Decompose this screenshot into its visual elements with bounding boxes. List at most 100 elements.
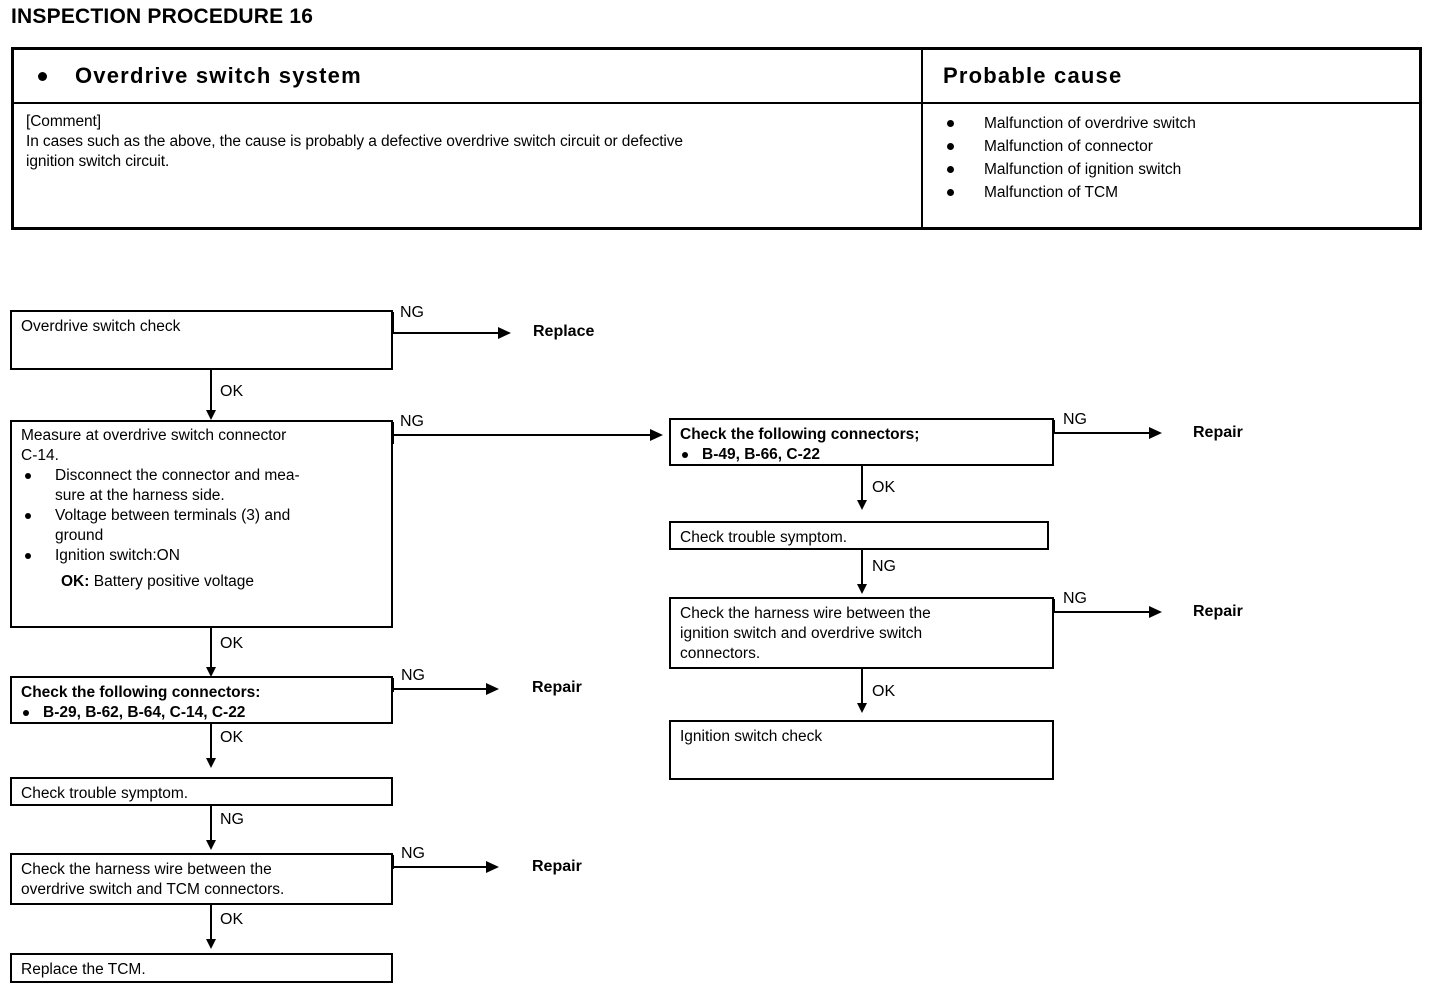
- edge-label-ok: OK: [220, 383, 244, 400]
- terminal-replace: Replace: [533, 323, 595, 340]
- node-text: Ignition switch check: [680, 728, 823, 745]
- list-item: Malfunction of ignition switch: [923, 158, 1421, 181]
- cause-label: Malfunction of ignition switch: [984, 161, 1182, 178]
- comment-line-1: In cases such as the above, the cause is…: [26, 133, 683, 150]
- symptom-table: Overdrive switch system Probable cause […: [11, 47, 1422, 230]
- node-text-line-2: C-14.: [21, 447, 59, 464]
- edge-label-ng: NG: [220, 811, 244, 828]
- bullet-icon: [947, 189, 954, 196]
- comment-cell: [Comment] In cases such as the above, th…: [14, 104, 921, 172]
- node-bullet-2-text: Voltage between terminals (3) and: [55, 507, 291, 524]
- bullet-icon: [38, 71, 47, 81]
- node-bullet-text: B-29, B-62, B-64, C-14, C-22: [43, 704, 246, 721]
- node-bullet: B-29, B-62, B-64, C-14, C-22: [21, 703, 391, 723]
- node-text: Check trouble symptom.: [21, 785, 189, 802]
- edge-ng-stub-1: [392, 312, 394, 334]
- cause-label: Malfunction of overdrive switch: [984, 115, 1196, 132]
- node-text: Check trouble symptom.: [680, 529, 848, 546]
- probable-cause-header-label: Probable cause: [943, 63, 1123, 88]
- edge-ng-line-5: [392, 866, 487, 868]
- edge-ng-line-3: [392, 688, 487, 690]
- flow-node-check-trouble-symptom-right: Check trouble symptom.: [669, 521, 1049, 550]
- edge-ng-line-1: [392, 332, 499, 334]
- flow-node-check-connectors-left: Check the following connectors: B-29, B-…: [10, 676, 393, 724]
- edge-ok-line-2: [210, 628, 212, 672]
- probable-cause-header-cell: Probable cause: [923, 50, 1419, 102]
- arrow-down-icon: [857, 500, 867, 510]
- bullet-icon: [25, 473, 31, 479]
- edge-ok-line-1: [210, 370, 212, 415]
- bullet-icon: [682, 452, 688, 458]
- arrow-down-icon: [857, 584, 867, 594]
- edge-label-ng: NG: [1063, 590, 1087, 607]
- edge-label-ok: OK: [872, 479, 896, 496]
- flow-node-check-harness-right: Check the harness wire between the ignit…: [669, 597, 1054, 669]
- arrow-down-icon: [206, 939, 216, 949]
- flow-node-measure-connector: Measure at overdrive switch connector C-…: [10, 420, 393, 628]
- node-text: Replace the TCM.: [21, 961, 146, 978]
- arrow-right-icon: [1149, 427, 1162, 439]
- arrow-right-icon: [486, 683, 499, 695]
- list-item: Malfunction of overdrive switch: [923, 112, 1421, 135]
- arrow-down-icon: [206, 758, 216, 768]
- node-text-line-1: Measure at overdrive switch connector: [21, 427, 287, 444]
- cause-label: Malfunction of TCM: [984, 184, 1119, 201]
- node-text-line-1: Check the harness wire between the: [21, 861, 272, 878]
- node-bullet-2: Voltage between terminals (3) and ground: [21, 506, 391, 546]
- arrow-down-icon: [206, 840, 216, 850]
- edge-label-ok: OK: [220, 635, 244, 652]
- edge-label-ng: NG: [400, 413, 424, 430]
- node-bullet-3: Ignition switch:ON: [21, 546, 391, 566]
- bullet-icon: [947, 166, 954, 173]
- edge-label-ok: OK: [220, 729, 244, 746]
- symptom-table-header-row: [14, 50, 1419, 104]
- edge-ng-stub-r1: [1053, 420, 1055, 434]
- edge-ng-stub-2: [392, 422, 394, 444]
- terminal-repair: Repair: [1193, 603, 1243, 620]
- node-ok-spec-value: Battery positive voltage: [93, 573, 254, 590]
- edge-ok-line-3: [210, 724, 212, 762]
- edge-ng-line-2: [392, 434, 650, 436]
- list-item: Malfunction of TCM: [923, 181, 1421, 204]
- edge-ng-line-r2: [861, 550, 863, 588]
- flow-node-ignition-switch-check: Ignition switch check: [669, 720, 1054, 780]
- symptom-header-cell: Overdrive switch system: [14, 50, 921, 102]
- comment-label: [Comment]: [26, 113, 101, 130]
- node-bullet-3-text: Ignition switch:ON: [55, 547, 180, 564]
- flow-node-check-trouble-symptom-left: Check trouble symptom.: [10, 777, 393, 806]
- terminal-repair: Repair: [1193, 424, 1243, 441]
- node-ok-spec-label: OK:: [61, 573, 90, 590]
- arrow-right-icon: [650, 429, 663, 441]
- arrow-right-icon: [486, 861, 499, 873]
- edge-label-ng: NG: [401, 845, 425, 862]
- node-bullet-1-text-cont: sure at the harness side.: [55, 487, 225, 504]
- edge-ng-line-r1: [1053, 432, 1150, 434]
- node-bullet-2-text-cont: ground: [55, 527, 104, 544]
- cause-label: Malfunction of connector: [984, 138, 1153, 155]
- edge-ng-stub-r3: [1053, 599, 1055, 613]
- terminal-repair: Repair: [532, 679, 582, 696]
- arrow-down-icon: [857, 703, 867, 713]
- arrow-down-icon: [206, 410, 216, 420]
- node-bullet-1-text: Disconnect the connector and mea-: [55, 467, 300, 484]
- arrow-right-icon: [498, 327, 511, 339]
- edge-label-ok: OK: [220, 911, 244, 928]
- node-ok-spec: OK: Battery positive voltage: [61, 572, 391, 592]
- symptom-header-label: Overdrive switch system: [75, 63, 362, 88]
- bullet-icon: [947, 120, 954, 127]
- comment-line-2: ignition switch circuit.: [26, 153, 170, 170]
- edge-label-ng: NG: [1063, 411, 1087, 428]
- edge-ng-stub-5: [392, 855, 394, 869]
- node-text-line-3: connectors.: [680, 645, 761, 662]
- node-bullet: B-49, B-66, C-22: [680, 445, 1052, 465]
- edge-label-ng: NG: [872, 558, 896, 575]
- edge-label-ng: NG: [400, 304, 424, 321]
- flow-node-check-connectors-right: Check the following connectors; B-49, B-…: [669, 418, 1054, 466]
- node-text: Check the following connectors:: [21, 684, 261, 701]
- bullet-icon: [25, 553, 31, 559]
- node-text-line-1: Check the harness wire between the: [680, 605, 931, 622]
- bullet-icon: [23, 710, 29, 716]
- edge-ng-stub-3: [392, 678, 394, 692]
